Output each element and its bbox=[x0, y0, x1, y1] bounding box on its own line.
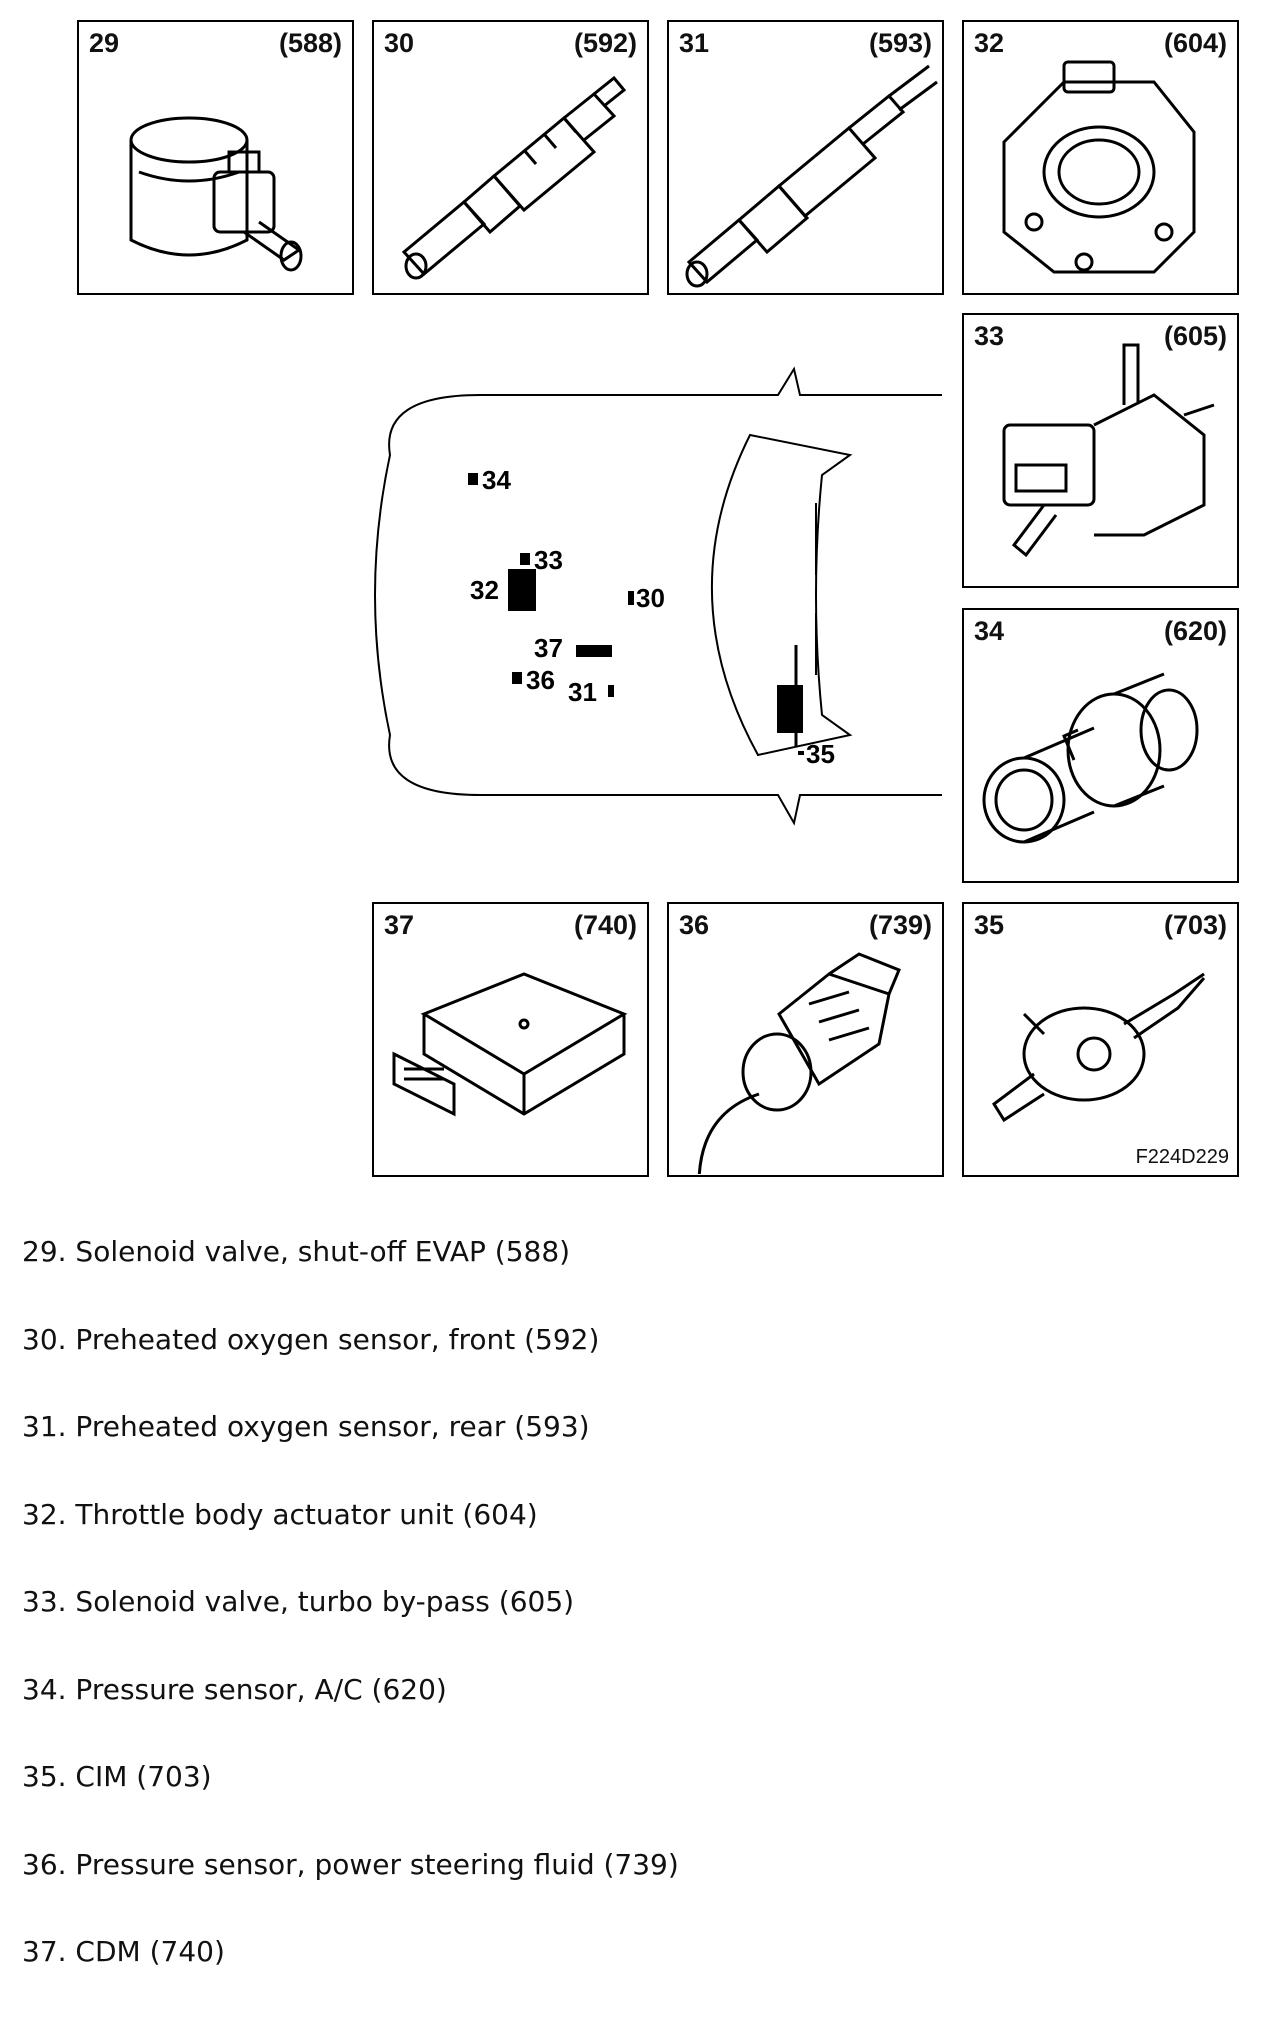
panel-number: 30 bbox=[384, 28, 415, 58]
marker-35 bbox=[777, 685, 803, 733]
panel-number: 37 bbox=[384, 910, 415, 940]
marker-32 bbox=[508, 569, 536, 611]
solenoid-valve-icon bbox=[1002, 343, 1215, 558]
panel-number: 36 bbox=[679, 910, 710, 940]
component-panel-37: 37 (740) bbox=[372, 902, 649, 1177]
legend-item: 35. CIM (703) bbox=[22, 1760, 212, 1793]
car-label-32: 32 bbox=[470, 575, 499, 605]
panel-code: (592) bbox=[573, 28, 637, 58]
panel-number: 32 bbox=[974, 28, 1005, 58]
vehicle-body-outline bbox=[374, 366, 942, 826]
column-module-icon bbox=[991, 972, 1206, 1123]
panel-code: (588) bbox=[278, 28, 342, 58]
component-panel-35: 35 (703) F224D229 bbox=[962, 902, 1239, 1177]
car-label-34: 34 bbox=[482, 465, 511, 495]
pressure-sensor-icon bbox=[697, 952, 901, 1174]
car-label-37: 37 bbox=[534, 633, 563, 663]
panel-number: 34 bbox=[974, 616, 1005, 646]
legend-item: 29. Solenoid valve, shut-off EVAP (588) bbox=[22, 1235, 571, 1268]
marker-36 bbox=[512, 672, 522, 684]
panel-code: (593) bbox=[868, 28, 932, 58]
oxygen-sensor-icon bbox=[685, 64, 938, 288]
car-label-35: 35 bbox=[806, 739, 835, 769]
figure-code: F224D229 bbox=[1135, 1146, 1229, 1168]
pressure-sensor-icon bbox=[982, 672, 1199, 844]
panel-number: 29 bbox=[89, 28, 120, 58]
panel-code: (739) bbox=[868, 910, 932, 940]
component-panel-30: 30 (592) bbox=[372, 20, 649, 295]
panel-code: (604) bbox=[1163, 28, 1227, 58]
oxygen-sensor-icon bbox=[401, 75, 627, 280]
control-module-icon bbox=[392, 972, 628, 1117]
legend-item: 32. Throttle body actuator unit (604) bbox=[22, 1497, 538, 1531]
marker-34 bbox=[468, 473, 478, 485]
marker-33 bbox=[520, 553, 530, 565]
component-panel-29: 29 (588) bbox=[77, 20, 354, 295]
car-label-36: 36 bbox=[526, 665, 555, 695]
throttle-body-icon bbox=[1002, 60, 1196, 274]
legend-item: 31. Preheated oxygen sensor, rear (593) bbox=[22, 1410, 590, 1443]
component-panel-31: 31 (593) bbox=[667, 20, 944, 295]
component-panel-34: 34 (620) bbox=[962, 608, 1239, 883]
panel-number: 31 bbox=[679, 28, 710, 58]
panel-code: (740) bbox=[573, 910, 637, 940]
marker-31 bbox=[608, 685, 614, 697]
legend-item: 36. Pressure sensor, power steering flui… bbox=[22, 1847, 679, 1881]
legend-item: 30. Preheated oxygen sensor, front (592) bbox=[22, 1322, 600, 1356]
panel-code: (620) bbox=[1163, 616, 1227, 646]
component-legend: 29. Solenoid valve, shut-off EVAP (588) … bbox=[22, 1232, 679, 2020]
solenoid-valve-icon bbox=[129, 116, 303, 272]
legend-item: 33. Solenoid valve, turbo by-pass (605) bbox=[22, 1585, 575, 1618]
car-label-31: 31 bbox=[568, 677, 597, 707]
panel-code: (605) bbox=[1163, 321, 1227, 351]
legend-item: 34. Pressure sensor, A/C (620) bbox=[22, 1672, 447, 1706]
car-label-33: 33 bbox=[534, 545, 563, 575]
component-panel-32: 32 (604) bbox=[962, 20, 1239, 295]
panel-number: 35 bbox=[974, 910, 1005, 940]
component-panel-36: 36 (739) bbox=[667, 902, 944, 1177]
windshield-outline bbox=[710, 433, 853, 757]
panel-number: 33 bbox=[974, 321, 1005, 351]
legend-item: 37. CDM (740) bbox=[22, 1935, 225, 1968]
marker-30 bbox=[628, 591, 634, 605]
panel-code: (703) bbox=[1163, 910, 1227, 940]
component-panel-33: 33 (605) bbox=[962, 313, 1239, 588]
vehicle-diagram: 34 33 32 30 37 36 31 35 bbox=[374, 366, 942, 826]
car-label-30: 30 bbox=[636, 583, 665, 613]
marker-37 bbox=[576, 645, 612, 657]
